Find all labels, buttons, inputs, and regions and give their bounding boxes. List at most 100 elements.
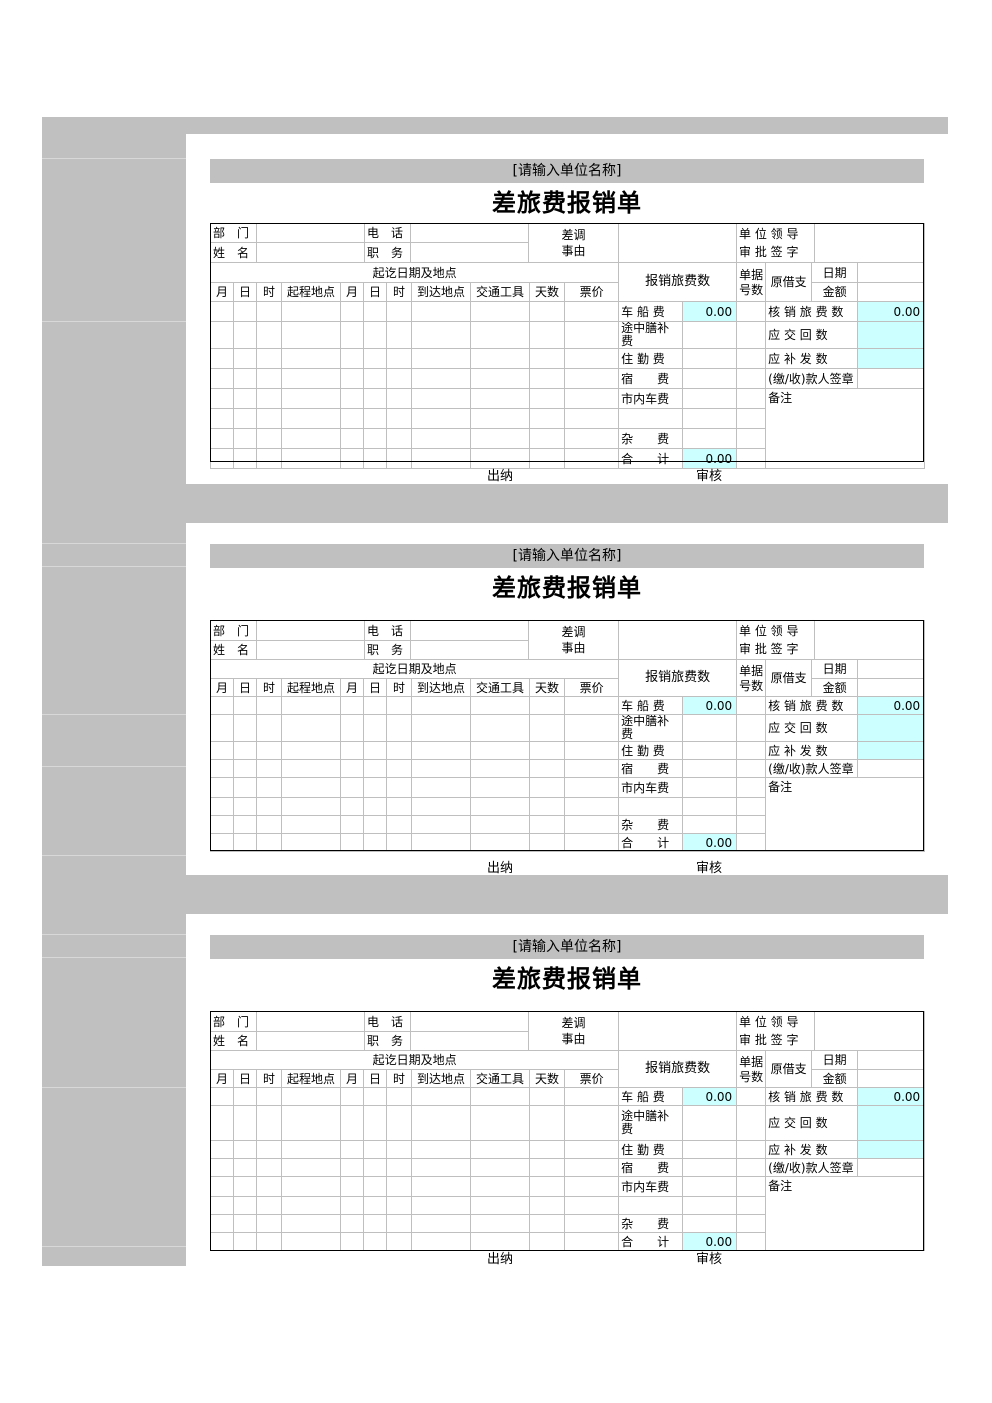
- trip-cell[interactable]: [470, 797, 530, 816]
- trip-cell[interactable]: [256, 448, 282, 469]
- meal-allowance-value[interactable]: [682, 1105, 738, 1141]
- trip-cell[interactable]: [411, 428, 471, 449]
- trip-cell[interactable]: [529, 1196, 565, 1215]
- return-amount-value[interactable]: [857, 714, 926, 742]
- trip-cell[interactable]: [233, 1105, 257, 1141]
- trip-cell[interactable]: [233, 348, 257, 369]
- trip-cell[interactable]: [529, 1214, 565, 1233]
- trip-cell[interactable]: [256, 301, 282, 322]
- writeoff-value[interactable]: 0.00: [857, 696, 926, 715]
- trip-cell[interactable]: [363, 1105, 387, 1141]
- item-blank-value[interactable]: [682, 1196, 738, 1215]
- trip-cell[interactable]: [529, 1232, 565, 1251]
- trip-cell[interactable]: [340, 348, 364, 369]
- item-blank-value[interactable]: [682, 797, 738, 816]
- trip-cell[interactable]: [411, 368, 471, 389]
- voucher-cell[interactable]: [736, 348, 767, 369]
- advance-date-field[interactable]: [857, 262, 926, 283]
- trip-cell[interactable]: [281, 1158, 341, 1177]
- trip-cell[interactable]: [563, 428, 620, 449]
- trip-cell[interactable]: [363, 1214, 387, 1233]
- trip-cell[interactable]: [210, 1140, 234, 1159]
- trip-cell[interactable]: [210, 1087, 234, 1106]
- meal-allowance-value[interactable]: [682, 714, 738, 742]
- trip-cell[interactable]: [281, 1140, 341, 1159]
- trip-cell[interactable]: [233, 368, 257, 389]
- trip-cell[interactable]: [363, 696, 387, 715]
- trip-cell[interactable]: [563, 1232, 620, 1251]
- voucher-cell[interactable]: [736, 301, 767, 322]
- trip-cell[interactable]: [340, 741, 364, 760]
- trip-cell[interactable]: [340, 777, 364, 798]
- trip-cell[interactable]: [563, 408, 620, 429]
- trip-cell[interactable]: [281, 797, 341, 816]
- trip-cell[interactable]: [210, 714, 234, 742]
- trip-cell[interactable]: [386, 815, 412, 834]
- dept-field[interactable]: [256, 223, 365, 243]
- voucher-cell[interactable]: [736, 797, 767, 816]
- trip-cell[interactable]: [411, 741, 471, 760]
- trip-cell[interactable]: [386, 1087, 412, 1106]
- trip-cell[interactable]: [529, 388, 565, 409]
- trip-cell[interactable]: [386, 408, 412, 429]
- accommodation-fee-value[interactable]: [682, 368, 738, 389]
- trip-cell[interactable]: [340, 428, 364, 449]
- phone-field[interactable]: [410, 620, 529, 641]
- trip-cell[interactable]: [210, 1196, 234, 1215]
- trip-cell[interactable]: [210, 408, 234, 429]
- trip-cell[interactable]: [529, 448, 565, 469]
- trip-cell[interactable]: [281, 759, 341, 778]
- trip-cell[interactable]: [563, 301, 620, 322]
- unit-name-bar[interactable]: [请输入单位名称]: [210, 935, 924, 959]
- trip-cell[interactable]: [386, 797, 412, 816]
- trip-cell[interactable]: [233, 815, 257, 834]
- trip-cell[interactable]: [470, 777, 530, 798]
- voucher-cell[interactable]: [736, 714, 767, 742]
- trip-cell[interactable]: [563, 1196, 620, 1215]
- trip-cell[interactable]: [256, 1196, 282, 1215]
- name-field[interactable]: [256, 640, 365, 660]
- trip-cell[interactable]: [281, 1176, 341, 1197]
- trip-cell[interactable]: [340, 388, 364, 409]
- trip-cell[interactable]: [470, 1196, 530, 1215]
- trip-cell[interactable]: [281, 1214, 341, 1233]
- trip-cell[interactable]: [233, 428, 257, 449]
- trip-cell[interactable]: [210, 368, 234, 389]
- leader-approval-field[interactable]: [814, 1011, 925, 1051]
- trip-cell[interactable]: [340, 448, 364, 469]
- trip-cell[interactable]: [233, 1214, 257, 1233]
- trip-cell[interactable]: [210, 1105, 234, 1141]
- trip-cell[interactable]: [411, 777, 471, 798]
- trip-cell[interactable]: [256, 815, 282, 834]
- trip-cell[interactable]: [529, 777, 565, 798]
- trip-cell[interactable]: [563, 714, 620, 742]
- trip-cell[interactable]: [529, 741, 565, 760]
- trip-cell[interactable]: [363, 368, 387, 389]
- boat-fee-value[interactable]: 0.00: [682, 1087, 738, 1106]
- voucher-cell[interactable]: [736, 408, 767, 429]
- trip-cell[interactable]: [529, 1176, 565, 1197]
- total-value[interactable]: 0.00: [682, 448, 738, 469]
- trip-cell[interactable]: [363, 1196, 387, 1215]
- unit-name-bar[interactable]: [请输入单位名称]: [210, 159, 924, 183]
- voucher-cell[interactable]: [736, 321, 767, 349]
- trip-cell[interactable]: [233, 1176, 257, 1197]
- boat-fee-value[interactable]: 0.00: [682, 301, 738, 322]
- trip-cell[interactable]: [233, 696, 257, 715]
- trip-cell[interactable]: [529, 1140, 565, 1159]
- trip-cell[interactable]: [386, 1196, 412, 1215]
- trip-cell[interactable]: [340, 696, 364, 715]
- trip-cell[interactable]: [411, 301, 471, 322]
- trip-cell[interactable]: [281, 1105, 341, 1141]
- trip-cell[interactable]: [281, 448, 341, 469]
- trip-cell[interactable]: [340, 368, 364, 389]
- trip-cell[interactable]: [256, 321, 282, 349]
- trip-cell[interactable]: [210, 301, 234, 322]
- trip-cell[interactable]: [340, 1196, 364, 1215]
- trip-cell[interactable]: [470, 1214, 530, 1233]
- phone-field[interactable]: [410, 1011, 529, 1032]
- trip-cell[interactable]: [411, 388, 471, 409]
- dept-field[interactable]: [256, 620, 365, 641]
- name-field[interactable]: [256, 242, 365, 263]
- position-field[interactable]: [410, 1031, 529, 1051]
